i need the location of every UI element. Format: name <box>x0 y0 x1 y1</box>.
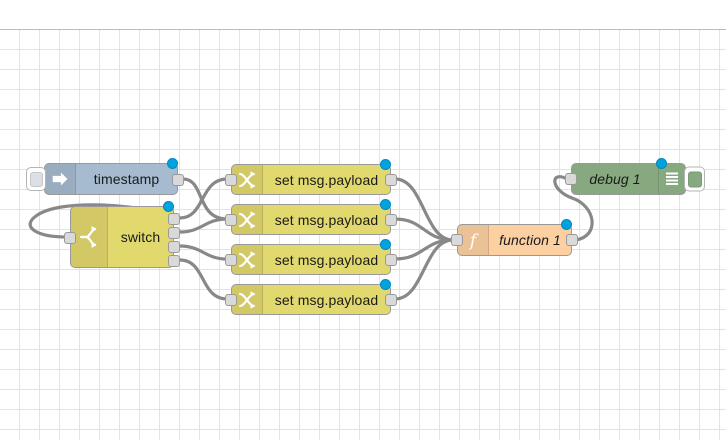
swap-arrows-icon <box>232 205 263 234</box>
output-port-0[interactable] <box>385 214 397 226</box>
output-port-2[interactable] <box>168 241 180 253</box>
input-port[interactable] <box>225 294 237 306</box>
node-function[interactable]: f function 1 <box>451 219 578 256</box>
swap-arrows-icon <box>232 245 263 274</box>
svg-text:f: f <box>468 231 479 250</box>
input-port[interactable] <box>225 254 237 266</box>
status-dot <box>380 199 391 210</box>
wire-switch-3-to-change-4 <box>178 258 229 301</box>
wire-change-1-to-function <box>393 177 455 242</box>
node-label-change-4: set msg.payload <box>274 291 379 308</box>
wire-switch-0-to-change-1 <box>178 177 229 220</box>
wire-change-3-to-function <box>393 238 455 261</box>
status-dot <box>561 219 572 230</box>
inject-trigger-button[interactable] <box>26 167 46 191</box>
status-dot <box>380 239 391 250</box>
debug-toggle-button[interactable] <box>684 166 705 192</box>
debug-lines-icon <box>658 164 685 194</box>
swap-arrows-icon <box>232 165 263 194</box>
node-label-change-1: set msg.payload <box>274 171 379 188</box>
output-port-0[interactable] <box>168 213 180 225</box>
node-label-change-2: set msg.payload <box>274 211 379 228</box>
node-label-timestamp: timestamp <box>93 171 160 187</box>
input-port[interactable] <box>64 232 76 244</box>
status-dot <box>380 279 391 290</box>
node-inject-timestamp[interactable]: timestamp <box>26 158 184 195</box>
debug-toggle-inner <box>687 171 702 187</box>
output-port-0[interactable] <box>172 174 184 186</box>
wire-switch-1-to-change-2 <box>178 217 229 234</box>
node-label-change-3: set msg.payload <box>274 251 379 268</box>
node-label-function: function 1 <box>499 232 561 248</box>
wire-change-2-to-function <box>393 217 455 242</box>
status-dot <box>656 158 667 169</box>
flow-canvas[interactable]: timestamp switch <box>0 30 726 440</box>
wire-timestamp-to-change-2 <box>181 177 229 221</box>
wire-change-4-to-function <box>393 238 455 301</box>
output-port-3[interactable] <box>168 255 180 267</box>
input-port[interactable] <box>225 214 237 226</box>
node-switch[interactable]: switch <box>64 201 180 268</box>
wire-switch-2-to-change-3 <box>178 244 229 261</box>
editor-header-strip <box>0 0 726 30</box>
status-dot <box>167 158 178 169</box>
node-debug[interactable]: debug 1 <box>565 158 705 195</box>
node-label-debug: debug 1 <box>589 171 641 187</box>
node-change-1[interactable]: set msg.payload <box>225 159 397 195</box>
input-port[interactable] <box>225 174 237 186</box>
status-dot <box>380 159 391 170</box>
output-port-0[interactable] <box>566 234 578 246</box>
switch-branch-icon <box>71 207 108 267</box>
output-port-0[interactable] <box>385 254 397 266</box>
node-change-2[interactable]: set msg.payload <box>225 199 397 235</box>
input-port[interactable] <box>451 234 463 246</box>
output-port-1[interactable] <box>168 227 180 239</box>
output-port-0[interactable] <box>385 174 397 186</box>
node-change-3[interactable]: set msg.payload <box>225 239 397 275</box>
output-port-0[interactable] <box>385 294 397 306</box>
arrow-right-icon <box>45 164 76 194</box>
node-label-switch: switch <box>120 229 161 245</box>
input-port[interactable] <box>565 173 577 185</box>
swap-arrows-icon <box>232 285 263 314</box>
function-f-icon: f <box>458 225 489 255</box>
node-change-4[interactable]: set msg.payload <box>225 279 397 315</box>
inject-trigger-inner <box>29 171 43 187</box>
status-dot <box>163 201 174 212</box>
